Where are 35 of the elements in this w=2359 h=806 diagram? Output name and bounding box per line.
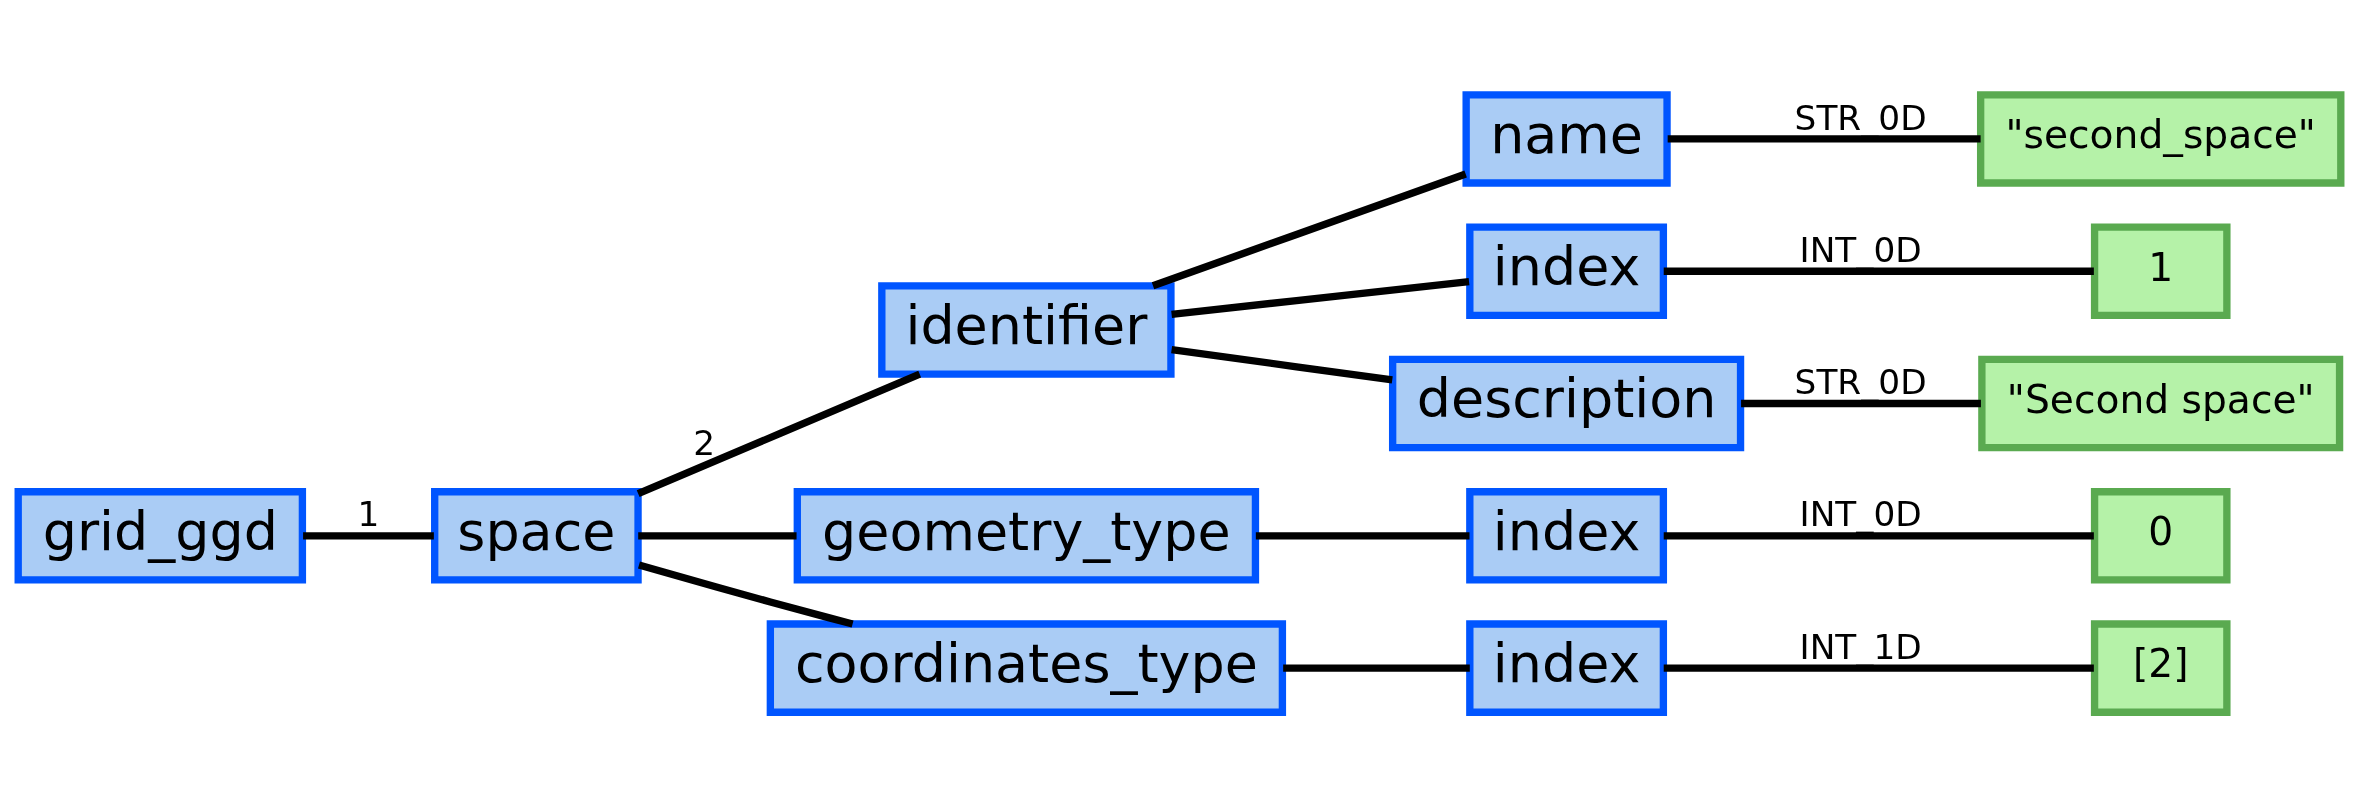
node-box: identifier bbox=[878, 281, 1175, 378]
connector bbox=[1667, 134, 1981, 143]
connector bbox=[1663, 531, 2094, 539]
edge-label: STR_0D bbox=[1794, 97, 1927, 138]
node-box: grid_ggd bbox=[14, 487, 307, 584]
node-box: coordinates_type bbox=[766, 619, 1287, 716]
node-box: space bbox=[431, 487, 642, 584]
edge-label: INT_0D bbox=[1799, 493, 1922, 534]
connector bbox=[1171, 277, 1470, 318]
connector bbox=[1663, 663, 2094, 672]
node-box: name bbox=[1462, 90, 1671, 187]
edge-label: STR_0D bbox=[1794, 361, 1927, 402]
node-box: index bbox=[1466, 487, 1668, 584]
node-box: 1 bbox=[2090, 222, 2231, 319]
node-box: index bbox=[1466, 619, 1668, 716]
node-box: [2] bbox=[2090, 619, 2231, 716]
connector bbox=[303, 531, 434, 539]
edge-label: 2 bbox=[693, 422, 716, 463]
connector bbox=[1741, 399, 1981, 407]
connector bbox=[1283, 663, 1470, 672]
connector bbox=[1663, 267, 2094, 275]
node-box: geometry_type bbox=[793, 487, 1260, 584]
connector bbox=[636, 370, 922, 497]
edge-label: INT_1D bbox=[1799, 626, 1922, 667]
edge-label: INT_0D bbox=[1799, 229, 1922, 270]
node-box: 0 bbox=[2090, 487, 2231, 584]
node-box: index bbox=[1466, 222, 1668, 319]
connector bbox=[1171, 345, 1393, 384]
node-box: "second_space" bbox=[1976, 90, 2345, 187]
connector bbox=[1151, 170, 1467, 289]
edge-label: 1 bbox=[357, 493, 380, 534]
connector bbox=[638, 531, 797, 539]
node-box: description bbox=[1388, 355, 1745, 451]
node-box: "Second space" bbox=[1978, 355, 2344, 451]
connector bbox=[1255, 531, 1470, 539]
